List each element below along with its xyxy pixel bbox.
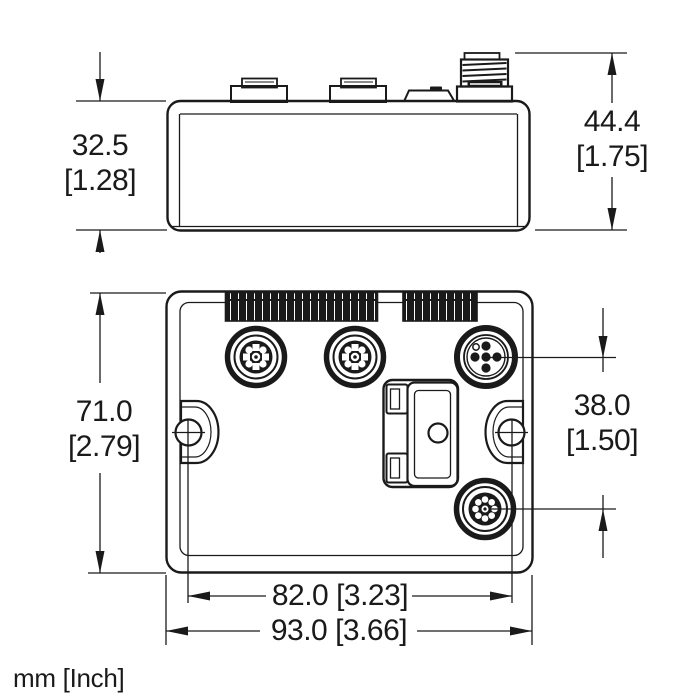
side-dome-bump [403, 86, 456, 103]
side-connector-bump-2 [329, 77, 387, 103]
dimension-hole-spacing: 82.0 [3.23] [271, 579, 409, 612]
dimension-body-height: 32.5 [1.28] [63, 128, 137, 198]
dimension-front-height: 71.0 [2.79] [67, 394, 141, 464]
connector-8pin-left [228, 329, 285, 386]
connector-8pin-middle [327, 329, 384, 386]
mounting-ear-left [172, 399, 220, 465]
dimension-front-height-mm: 71.0 [75, 395, 133, 428]
dimension-overall-width: 93.0 [3.66] [270, 614, 408, 647]
vent-slots [224, 291, 478, 322]
dimension-lines [76, 52, 627, 645]
dimension-connector-offset: 38.0 [1.50] [565, 388, 639, 458]
units-label: mm [Inch] [13, 663, 125, 693]
dimension-overall-height-inch: [1.75] [575, 140, 649, 173]
side-threaded-connector [455, 52, 514, 103]
dimension-front-height-inch: [2.79] [67, 430, 141, 463]
side-connector-bump-1 [230, 77, 288, 103]
dimension-body-height-inch: [1.28] [63, 164, 137, 197]
mounting-ear-right [484, 399, 528, 465]
dimension-overall-height: 44.4 [1.75] [575, 104, 649, 174]
dimension-connector-offset-mm: 38.0 [573, 389, 631, 422]
side-view [166, 52, 531, 232]
dimension-body-height-mm: 32.5 [71, 129, 129, 162]
center-cover [382, 378, 460, 489]
dimension-connector-offset-inch: [1.50] [565, 424, 639, 457]
front-view [165, 290, 534, 574]
dimension-overall-height-mm: 44.4 [583, 105, 641, 138]
